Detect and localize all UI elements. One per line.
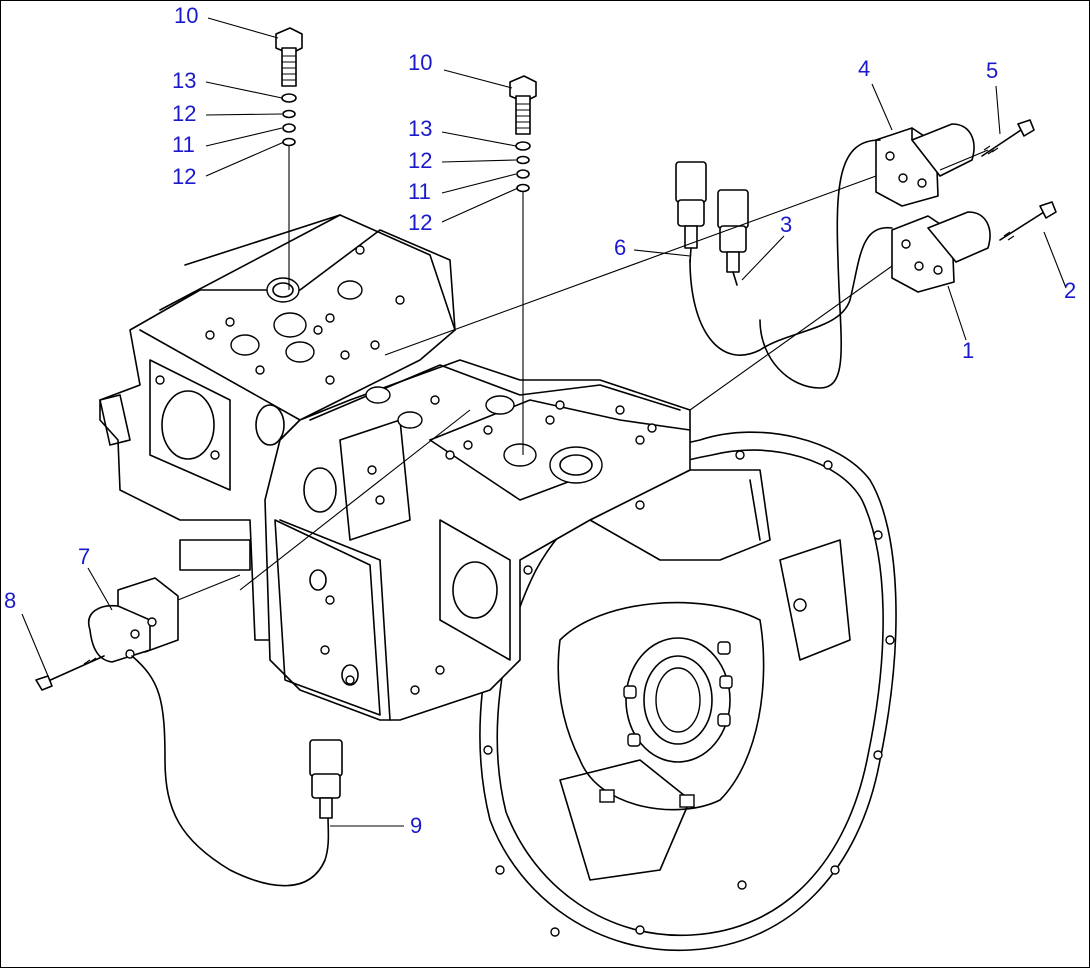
callout-12-left-upper: 12 (172, 101, 197, 126)
pump-body-small-holes (155, 245, 405, 460)
bolt-5 (981, 119, 1035, 157)
callout-12-right-lower: 12 (408, 210, 433, 235)
callout-10-right: 10 (408, 50, 433, 75)
bolt-stack-left (275, 27, 303, 290)
callout-9: 9 (410, 813, 423, 838)
callout-13-right: 13 (408, 116, 433, 141)
pump-body (99, 214, 456, 641)
callout-12-right-upper: 12 (408, 148, 433, 173)
callout-5: 5 (986, 58, 999, 83)
callout-12-left-lower: 12 (172, 164, 197, 189)
callout-13-left: 13 (172, 68, 197, 93)
solenoid-valve-lower (689, 211, 991, 356)
bolt-8 (35, 655, 105, 691)
bolt-2 (999, 201, 1057, 241)
callout-1: 1 (962, 338, 975, 363)
valve-block-small-holes (320, 375, 657, 695)
solenoid-valve-lower-left (87, 574, 330, 887)
callout-6: 6 (614, 235, 627, 260)
connector-3 (717, 189, 749, 286)
callout-11-left: 11 (172, 132, 195, 157)
callout-7: 7 (78, 544, 91, 569)
callout-2: 2 (1064, 278, 1077, 303)
callout-8: 8 (4, 588, 17, 613)
callout-11-right: 11 (408, 179, 431, 204)
callout-10-left: 10 (174, 3, 199, 28)
callout-3: 3 (780, 212, 793, 237)
valve-block (264, 359, 691, 721)
solenoid-valve-upper (759, 123, 989, 389)
callout-4: 4 (858, 56, 871, 81)
bolt-stack-right (509, 75, 537, 455)
flywheel-housing (479, 431, 897, 952)
connector-9 (309, 739, 343, 819)
